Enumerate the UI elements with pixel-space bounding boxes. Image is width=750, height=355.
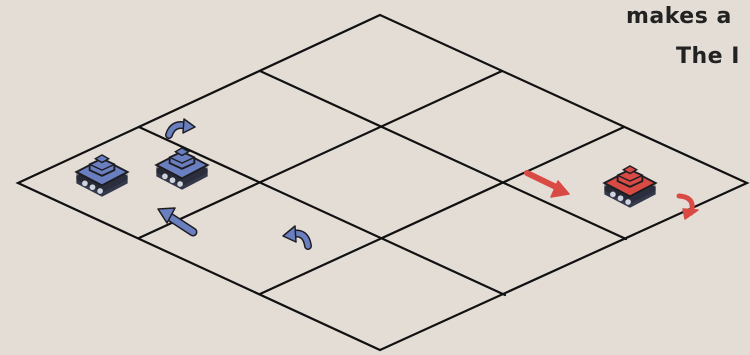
instruction-text-line: The I [676,44,740,69]
rotate-clockwise-icon[interactable] [169,119,195,135]
grid-row-line [139,127,505,295]
grid-row-line [260,71,626,239]
blue-tank[interactable] [76,155,127,197]
red-tank[interactable] [604,166,655,208]
rotate-counterclockwise-icon[interactable] [283,226,308,246]
arrow-up-left-icon[interactable] [158,208,193,232]
grid-col-line [139,71,502,238]
instruction-text-line: makes a [626,4,732,29]
arrow-down-right-icon[interactable] [527,173,569,197]
grid-col-line [260,127,624,294]
